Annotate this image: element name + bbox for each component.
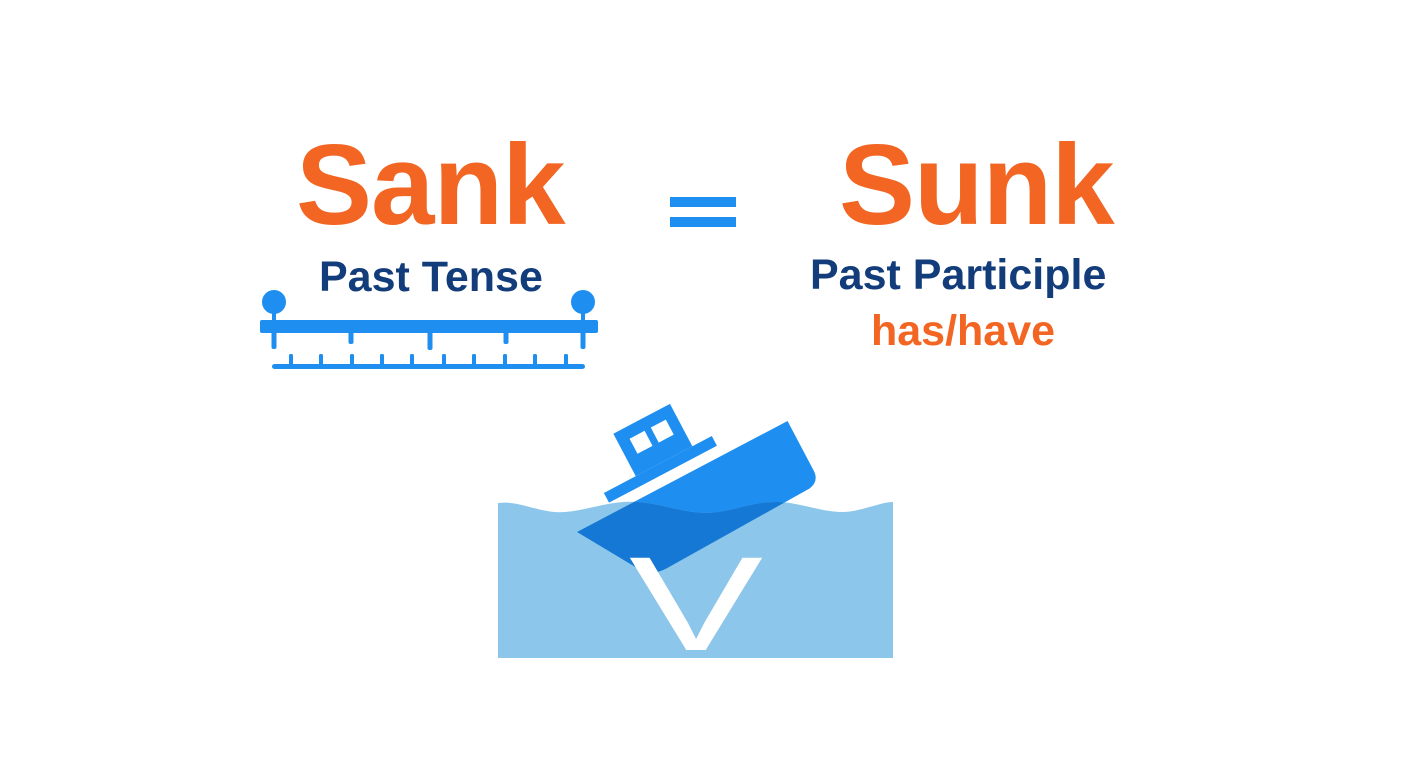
label-past-participle: Past Participle bbox=[810, 251, 1107, 299]
label-auxiliary-has-have: has/have bbox=[871, 307, 1056, 355]
label-past-tense: Past Tense bbox=[319, 253, 543, 301]
letter-v: V bbox=[629, 529, 763, 679]
word-sunk: Sunk bbox=[839, 122, 1115, 249]
word-sank: Sank bbox=[296, 122, 565, 249]
